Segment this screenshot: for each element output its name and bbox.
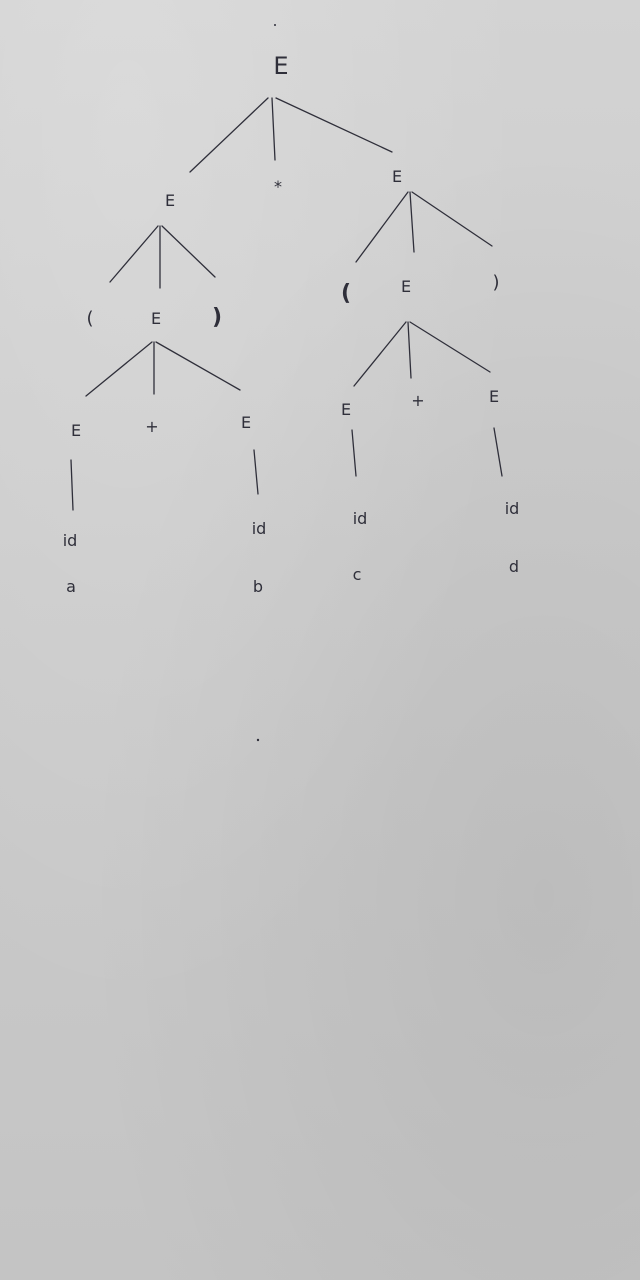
level1-op-node: * bbox=[274, 177, 282, 196]
right-expr-node: E bbox=[401, 277, 411, 296]
leaf-d-value: d bbox=[509, 557, 519, 576]
edge-root-right bbox=[275, 97, 393, 153]
right-sum-right: E bbox=[489, 387, 499, 406]
leaf-d-token: id bbox=[505, 499, 520, 518]
edge-rsum-right bbox=[409, 321, 491, 373]
right-sum-op: + bbox=[411, 391, 424, 410]
edge-rsum-mid bbox=[407, 321, 412, 379]
ink-speck bbox=[256, 738, 260, 742]
edge-lsum-left bbox=[85, 341, 153, 397]
edge-rE-close bbox=[411, 191, 493, 247]
edge-rE-mid bbox=[409, 191, 415, 253]
edge-a-id bbox=[70, 459, 74, 511]
root-node: E bbox=[273, 52, 288, 80]
leaf-a-token: id bbox=[63, 531, 78, 550]
leaf-b-token: id bbox=[252, 519, 267, 538]
left-sum-op: + bbox=[145, 417, 158, 436]
ink-speck bbox=[274, 24, 276, 26]
edge-root-mid bbox=[271, 97, 276, 161]
edge-rsum-left bbox=[353, 321, 407, 387]
right-close-paren: ) bbox=[492, 272, 499, 293]
edge-d-id bbox=[493, 427, 503, 477]
right-open-paren: ( bbox=[341, 281, 351, 306]
edge-b-id bbox=[253, 449, 259, 495]
leaf-c-value: c bbox=[353, 565, 362, 584]
leaf-c-token: id bbox=[353, 509, 368, 528]
left-close-paren: ) bbox=[212, 305, 222, 330]
left-expr-node: E bbox=[151, 309, 161, 328]
left-sum-left: E bbox=[71, 421, 81, 440]
edge-lE-close bbox=[161, 225, 216, 278]
level1-right-node: E bbox=[392, 167, 402, 186]
leaf-a-value: a bbox=[66, 577, 76, 596]
edge-root-left bbox=[189, 97, 269, 173]
edge-c-id bbox=[351, 429, 357, 477]
edge-rE-open bbox=[355, 191, 409, 263]
left-sum-right: E bbox=[241, 413, 251, 432]
level1-left-node: E bbox=[165, 191, 175, 210]
edge-lsum-right bbox=[155, 341, 241, 391]
leaf-b-value: b bbox=[253, 577, 263, 596]
left-open-paren: ( bbox=[86, 308, 93, 329]
right-sum-left: E bbox=[341, 400, 351, 419]
edge-lE-open bbox=[109, 225, 159, 283]
